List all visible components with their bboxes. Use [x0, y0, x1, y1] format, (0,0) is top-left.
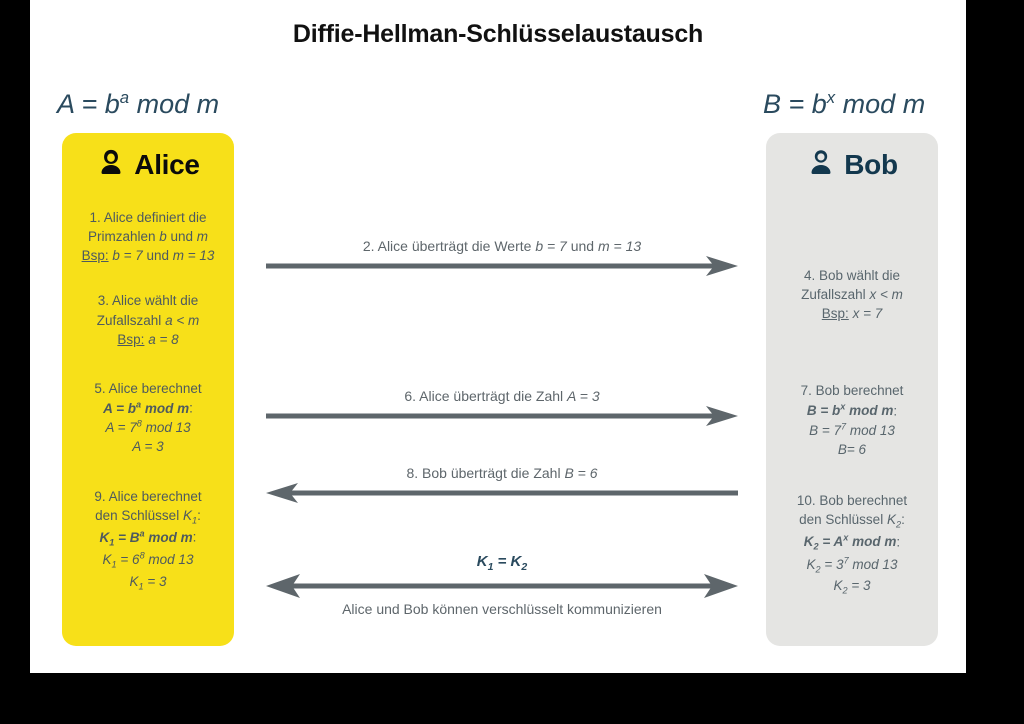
bob-step-4: 4. Bob wählt die Zufallszahl x < m Bsp: … — [801, 268, 903, 322]
alice-name-label: Alice — [134, 148, 200, 180]
bob-step-7: 7. Bob berechnet B = bx mod m: B = 77 mo… — [800, 383, 904, 457]
formula-alice-tail: mod m — [129, 89, 220, 119]
message-arrow-6-label: 6. Alice überträgt die Zahl A = 3 — [404, 388, 600, 404]
diagram-stage: Diffie-Hellman-Schlüsselaustausch A = ba… — [30, 0, 966, 673]
party-panel-bob: Bob 4. Bob wählt die Zufallszahl x < m B… — [766, 133, 938, 646]
formula-bob-tail: mod m — [835, 89, 926, 119]
bob-name-label: Bob — [844, 148, 898, 180]
person-male-icon — [806, 147, 836, 182]
message-arrow-2-label: 2. Alice überträgt die Werte b = 7 und m… — [362, 238, 642, 254]
arrow-bidirectional-icon — [266, 574, 738, 598]
bob-header: Bob — [766, 133, 938, 182]
bob-step-10: 10. Bob berechnet den Schlüssel K2: K2 =… — [796, 493, 908, 597]
formula-bob-base: B = b — [763, 89, 827, 119]
shared-key-caption: Alice und Bob können verschlüsselt kommu… — [342, 601, 662, 617]
arrow-right-icon — [266, 255, 738, 276]
formula-bob: B = bx mod m — [763, 88, 925, 120]
alice-step-9: 9. Alice berechnet den Schlüssel K1: K1 … — [94, 488, 202, 592]
page-title: Diffie-Hellman-Schlüsselaustausch — [292, 20, 704, 48]
message-arrow-2: 2. Alice überträgt die Werte b = 7 und m… — [266, 238, 738, 277]
alice-step-5: 5. Alice berechnet A = ba mod m: A = 78 … — [94, 380, 202, 455]
bob-steps: 4. Bob wählt die Zufallszahl x < m Bsp: … — [766, 266, 938, 598]
message-arrow-8: 8. Bob überträgt die Zahl B = 6 — [266, 465, 738, 504]
alice-step-3: 3. Alice wählt die Zufallszahl a < m Bsp… — [96, 293, 200, 347]
shared-key-label: K1 = K2 — [476, 553, 528, 573]
arrow-left-icon — [266, 482, 738, 503]
formula-alice-base: A = b — [57, 89, 120, 119]
arrow-right-icon — [266, 405, 738, 426]
party-panel-alice: Alice 1. Alice definiert die Primzahlen … — [62, 133, 234, 646]
alice-steps: 1. Alice definiert die Primzahlen b und … — [62, 208, 234, 594]
alice-header: Alice — [62, 133, 234, 182]
alice-step-1: 1. Alice definiert die Primzahlen b und … — [81, 210, 215, 264]
message-arrow-6: 6. Alice überträgt die Zahl A = 3 — [266, 388, 738, 427]
formula-alice: A = ba mod m — [57, 88, 219, 120]
person-female-icon — [96, 147, 126, 182]
formula-bob-exponent: x — [826, 88, 836, 107]
shared-key-arrow: K1 = K2 Alice und Bob können verschlüsse… — [266, 553, 738, 618]
message-arrow-8-label: 8. Bob überträgt die Zahl B = 6 — [406, 465, 598, 481]
formula-alice-exponent: a — [119, 88, 130, 107]
